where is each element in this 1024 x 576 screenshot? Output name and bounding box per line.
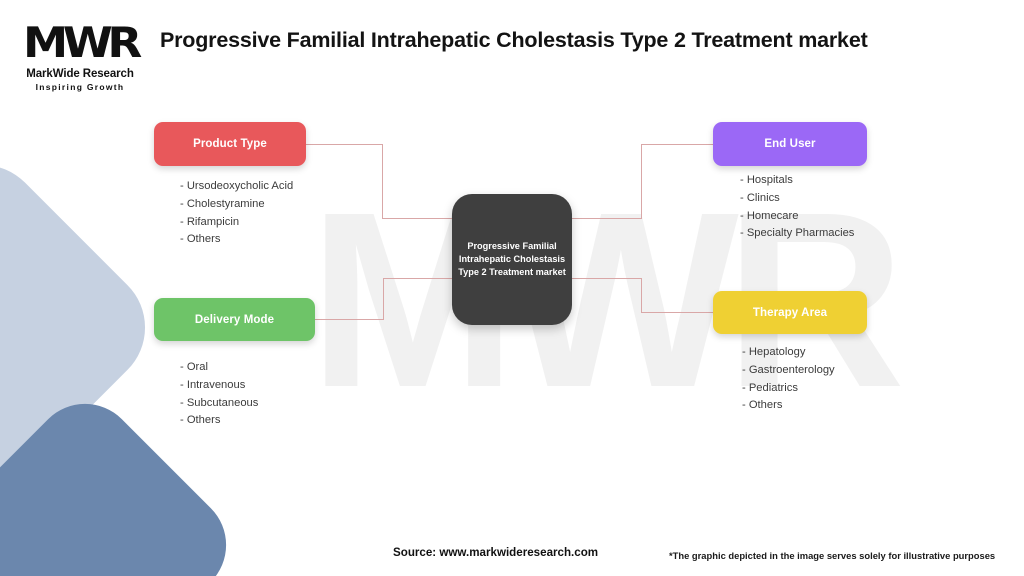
item-list-therapy-area: - Hepatology - Gastroenterology - Pediat… xyxy=(742,344,835,415)
connector-end-user-horizontal-inner xyxy=(570,218,642,219)
list-item: - Pediatrics xyxy=(742,381,798,394)
connector-product-type-vertical xyxy=(382,144,383,219)
list-item: - Oral xyxy=(180,361,208,373)
node-product-type[interactable]: Product Type xyxy=(154,122,306,166)
connector-product-type-horizontal-outer xyxy=(306,144,383,145)
list-item: - Subcutaneous xyxy=(180,396,259,409)
connector-therapy-area-horizontal-outer xyxy=(641,312,714,313)
list-item: - Hepatology xyxy=(742,346,806,358)
item-list-product-type: - Ursodeoxycholic Acid - Cholestyramine … xyxy=(180,178,293,249)
list-item: - Others xyxy=(742,399,783,412)
logo-mark-icon: MWR xyxy=(23,18,142,67)
connector-product-type-horizontal-inner xyxy=(382,218,454,219)
node-end-user[interactable]: End User xyxy=(713,122,867,166)
connector-delivery-mode-horizontal-inner xyxy=(383,278,454,279)
page-title: Progressive Familial Intrahepatic Choles… xyxy=(160,28,868,52)
footer-source: Source: www.markwideresearch.com xyxy=(393,546,599,559)
footer-disclaimer: *The graphic depicted in the image serve… xyxy=(669,550,996,561)
list-item: - Others xyxy=(180,233,221,246)
list-item: - Rifampicin xyxy=(180,215,240,228)
list-item: - Others xyxy=(180,414,221,427)
connector-therapy-area-vertical xyxy=(641,278,642,313)
connector-delivery-mode-horizontal-outer xyxy=(315,319,384,320)
center-node-label: Progressive Familial Intrahepatic Choles… xyxy=(458,240,566,278)
node-delivery-mode[interactable]: Delivery Mode xyxy=(154,298,315,341)
list-item: - Ursodeoxycholic Acid xyxy=(180,180,294,192)
list-item: - Specialty Pharmacies xyxy=(740,227,855,240)
center-node-market[interactable]: Progressive Familial Intrahepatic Choles… xyxy=(452,194,572,325)
item-list-end-user: - Hospitals - Clinics - Homecare - Speci… xyxy=(740,172,854,243)
list-item: - Intravenous xyxy=(180,378,246,391)
list-item: - Hospitals xyxy=(740,174,793,186)
list-item: - Cholestyramine xyxy=(180,197,265,210)
connector-end-user-vertical xyxy=(641,144,642,219)
list-item: - Clinics xyxy=(740,191,780,204)
list-item: - Gastroenterology xyxy=(742,363,835,376)
logo-company-name: MarkWide Research xyxy=(26,68,134,80)
node-therapy-area[interactable]: Therapy Area xyxy=(713,291,867,334)
connector-therapy-area-horizontal-inner xyxy=(570,278,642,279)
brand-logo: MWR MarkWide Research Inspiring Growth xyxy=(16,22,144,93)
connector-delivery-mode-vertical xyxy=(383,278,384,320)
item-list-delivery-mode: - Oral - Intravenous - Subcutaneous - Ot… xyxy=(180,359,258,430)
connector-end-user-horizontal-outer xyxy=(641,144,714,145)
logo-tagline: Inspiring Growth xyxy=(35,82,125,92)
list-item: - Homecare xyxy=(740,209,799,222)
